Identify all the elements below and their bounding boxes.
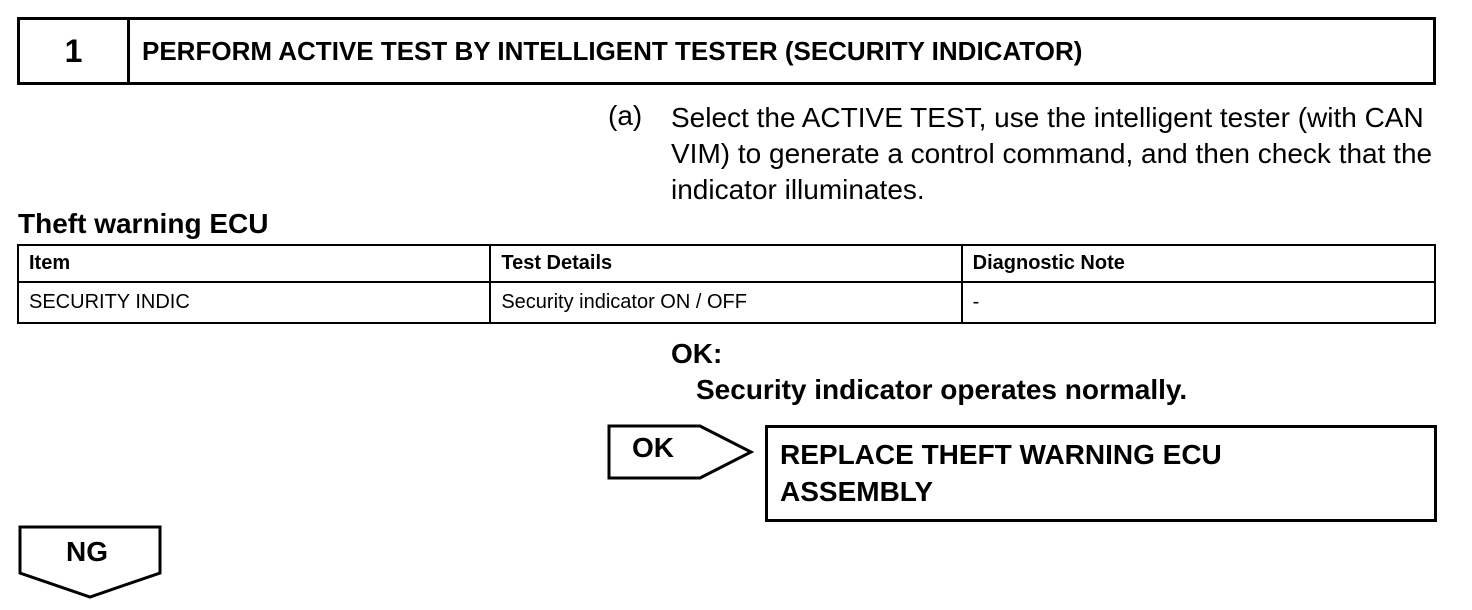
- table-caption: Theft warning ECU: [18, 208, 269, 239]
- instruction-marker: (a): [608, 100, 643, 131]
- ok-result-text: Security indicator operates normally.: [696, 374, 1188, 405]
- cell-test-details: Security indicator ON / OFF: [489, 281, 963, 324]
- replace-action-line-2: ASSEMBLY: [780, 476, 934, 507]
- column-header-diagnostic-note: Diagnostic Note: [960, 244, 1437, 283]
- ok-arrow-icon: [607, 424, 755, 480]
- step-number: 1: [20, 20, 130, 82]
- cell-item: SECURITY INDIC: [16, 281, 492, 324]
- table-row: SECURITY INDIC Security indicator ON / O…: [16, 281, 1437, 324]
- ok-branch-label: OK: [632, 432, 674, 463]
- table-header-row: Item Test Details Diagnostic Note: [16, 244, 1437, 283]
- cell-diagnostic-note: -: [960, 281, 1437, 324]
- instruction-text: Select the ACTIVE TEST, use the intellig…: [671, 102, 1433, 205]
- ng-arrow-icon: [18, 525, 162, 599]
- replace-action-box: REPLACE THEFT WARNING ECU ASSEMBLY: [765, 425, 1437, 522]
- step-header: 1 PERFORM ACTIVE TEST BY INTELLIGENT TES…: [17, 17, 1436, 85]
- ng-branch-label: NG: [66, 536, 108, 567]
- column-header-test-details: Test Details: [489, 244, 963, 283]
- replace-action-line-1: REPLACE THEFT WARNING ECU: [780, 439, 1222, 470]
- step-title: PERFORM ACTIVE TEST BY INTELLIGENT TESTE…: [142, 35, 1083, 66]
- column-header-item: Item: [16, 244, 492, 283]
- active-test-table: Item Test Details Diagnostic Note SECURI…: [16, 244, 1437, 324]
- ok-heading: OK:: [671, 338, 723, 369]
